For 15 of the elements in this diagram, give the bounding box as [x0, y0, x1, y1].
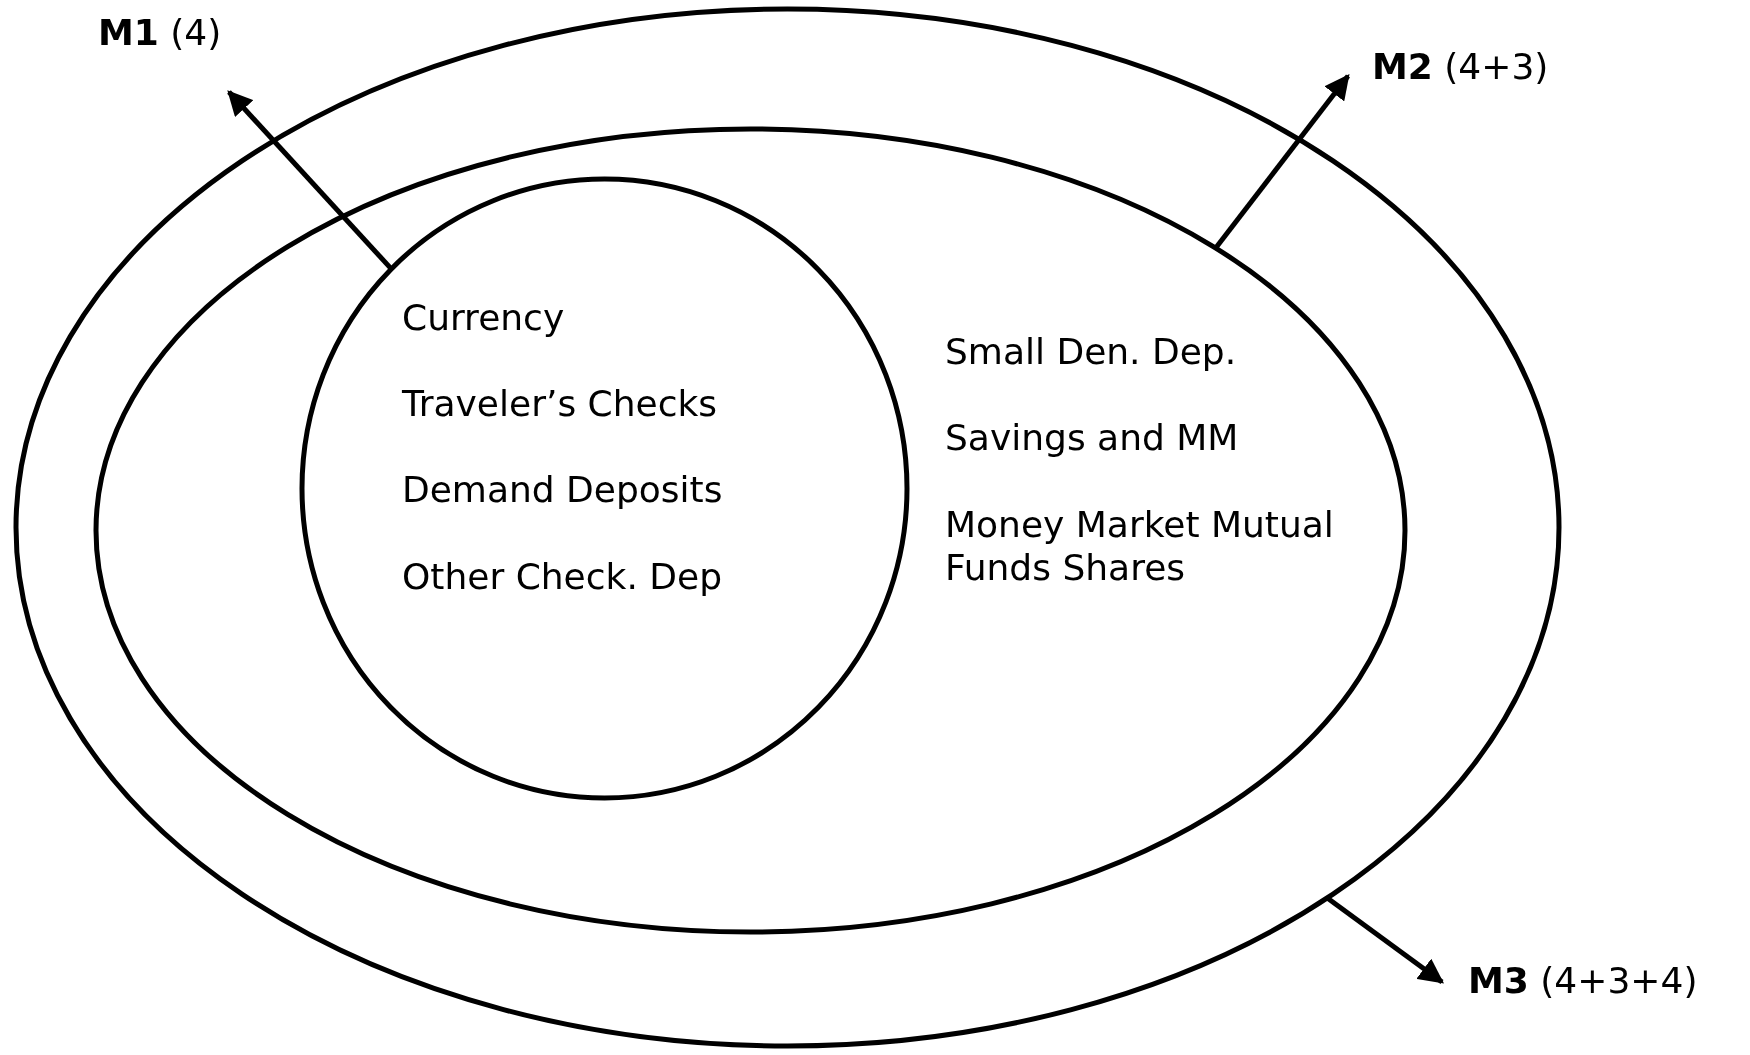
list-item: Currency: [402, 296, 566, 340]
list-item: Small Den. Dep.: [945, 330, 1238, 374]
arrow: [1325, 896, 1444, 984]
arrow: [227, 90, 394, 271]
middle-ellipse: [93, 126, 1408, 935]
list-item: Other Check. Dep: [402, 555, 723, 599]
list-item: Money Market Mutual Funds Shares: [945, 503, 1335, 590]
inner-circle: [299, 176, 910, 801]
arrow: [1213, 74, 1350, 250]
list-item: Traveler’s Checks: [402, 382, 719, 426]
list-item: Savings and MM: [945, 416, 1240, 460]
aggregate-label: M1 (4): [98, 12, 222, 53]
aggregate-label: M2 (4+3): [1372, 46, 1549, 87]
aggregate-label: M3 (4+3+4): [1468, 960, 1698, 1001]
list-item: Demand Deposits: [402, 468, 724, 512]
